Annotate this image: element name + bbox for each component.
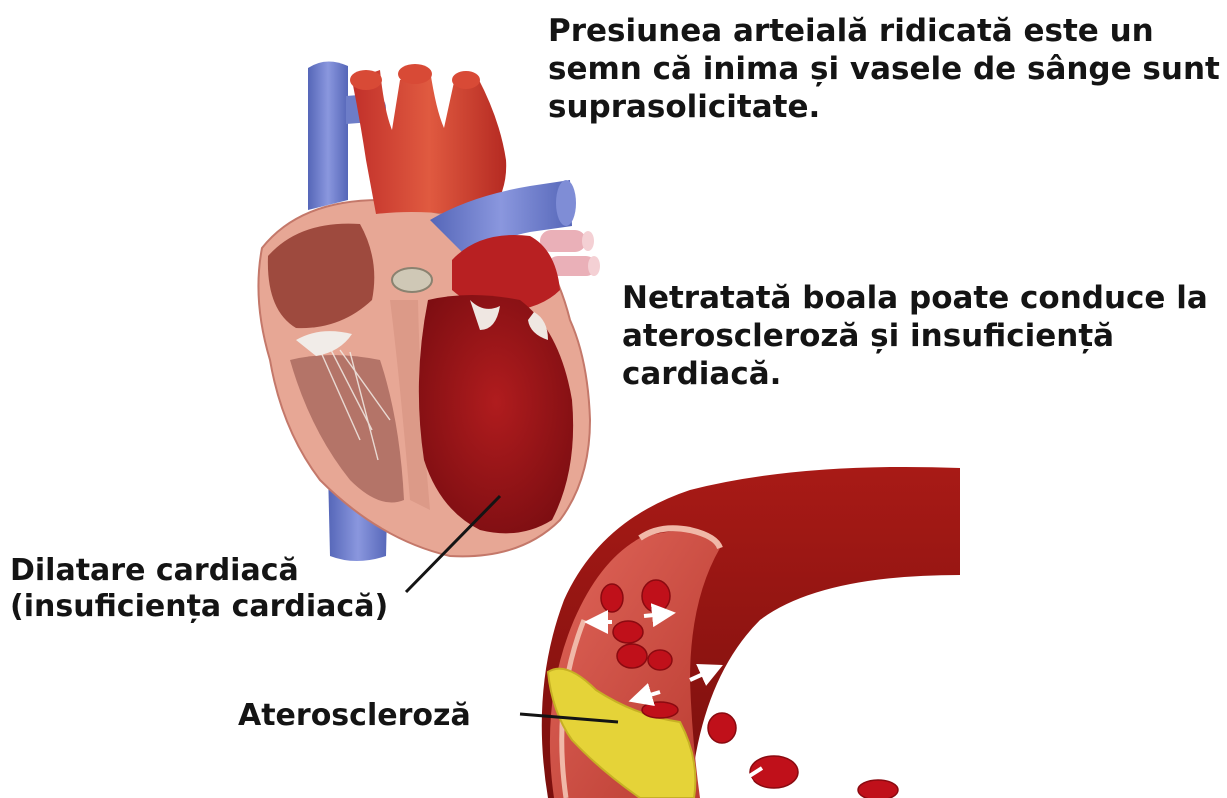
red-blood-cell-icon: [858, 780, 898, 798]
caption-line: Presiunea arteială ridicată este un: [548, 12, 1220, 50]
caption-blood-pressure: Presiunea arteială ridicată este un semn…: [548, 12, 1220, 126]
caption-line: suprasolicitate.: [548, 88, 1220, 126]
red-blood-cell-icon: [601, 584, 623, 612]
superior-vena-cava: [308, 61, 348, 210]
caption-line: semn că inima și vasele de sânge sunt: [548, 50, 1220, 88]
caption-untreated: Netratată boala poate conduce la aterosc…: [622, 279, 1208, 393]
caption-line: cardiacă.: [622, 355, 1208, 393]
flow-arrow-icon: [802, 734, 828, 750]
label-line: (insuficiența cardiacă): [10, 589, 388, 625]
heart-illustration: [258, 61, 600, 561]
red-blood-cell-icon: [642, 580, 670, 612]
red-blood-cell-icon: [617, 644, 647, 668]
label-atherosclerosis: Ateroscleroză: [238, 698, 471, 734]
artery-cross-section: [542, 467, 960, 798]
caption-line: ateroscleroză și insuficiență: [622, 317, 1208, 355]
label-line: Dilatare cardiacă: [10, 553, 388, 589]
aorta: [352, 70, 506, 214]
flow-arrow-icon: [644, 614, 664, 616]
red-blood-cell-icon: [708, 713, 736, 743]
caption-line: Netratată boala poate conduce la: [622, 279, 1208, 317]
red-blood-cell-icon: [613, 621, 643, 643]
red-blood-cell-icon: [648, 650, 672, 670]
label-heart-dilation: Dilatare cardiacă (insuficiența cardiacă…: [10, 553, 388, 625]
red-blood-cell-icon: [642, 702, 678, 718]
